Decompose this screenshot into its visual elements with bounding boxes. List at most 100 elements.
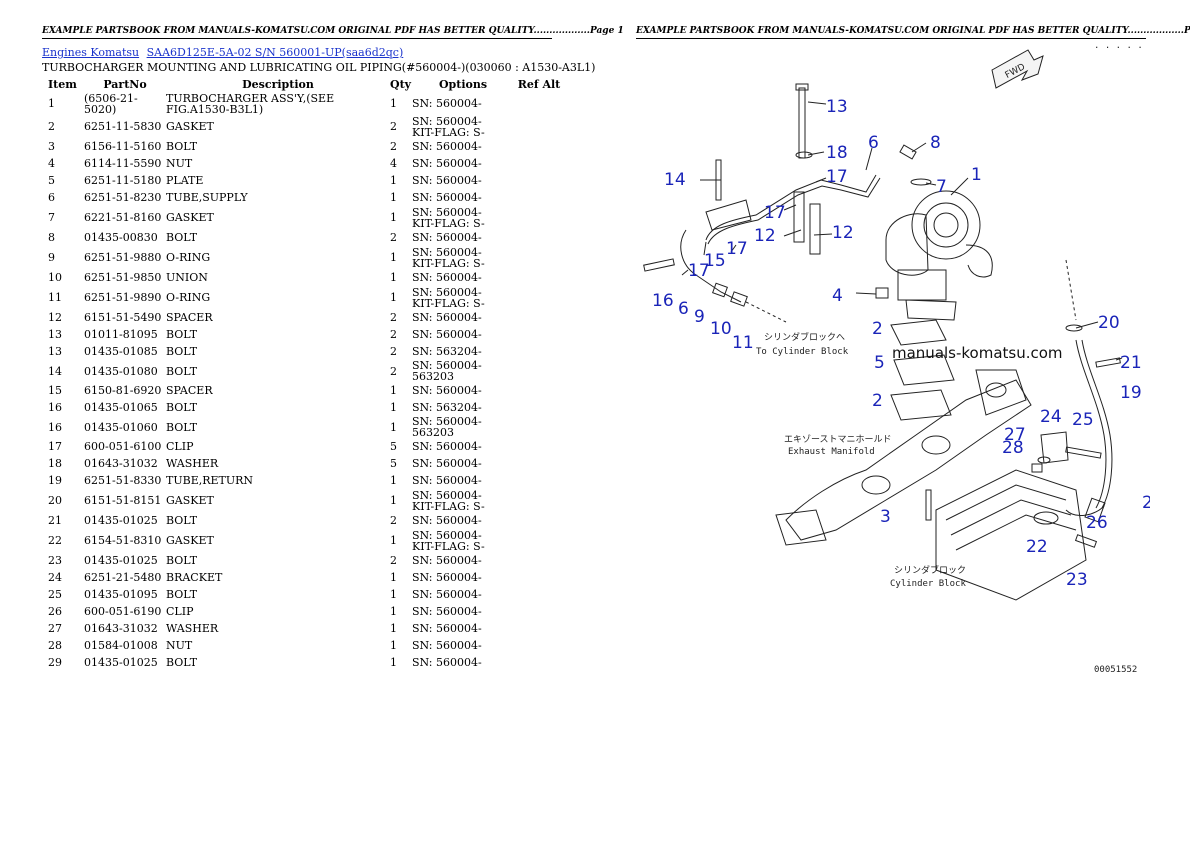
ref-alt [514, 189, 564, 206]
options: SN: 560004- [412, 231, 482, 244]
callout-17: 17 [764, 203, 786, 223]
quantity: 1 [390, 191, 397, 204]
part-number: 6154-51-8310 [84, 534, 162, 547]
quantity: 2 [390, 554, 397, 567]
exh-en-label: Exhaust Manifold [788, 447, 875, 457]
callout-17: 17 [826, 167, 848, 187]
cb-jp-label: シリンダブロック [894, 564, 966, 576]
part-number: 01435-01085 [84, 345, 158, 358]
item-number: 14 [48, 364, 62, 378]
item-number: 19 [48, 474, 62, 487]
part-number: 6151-51-5490 [84, 311, 162, 324]
callout-2: 2 [872, 391, 883, 411]
options: SN: 563204- [412, 401, 482, 414]
item-number: 8 [48, 231, 55, 244]
item-number: 10 [48, 271, 62, 284]
description: BOLT [166, 656, 198, 669]
description: BOLT [166, 328, 198, 341]
callout-3: 3 [880, 507, 891, 527]
part-number: 6251-11-5830 [84, 120, 162, 133]
ref-alt [514, 326, 564, 343]
part-number: 01435-01065 [84, 401, 158, 414]
part-number: 01435-01025 [84, 656, 158, 669]
part-number: 01643-31032 [84, 622, 158, 635]
description: UNION [166, 271, 208, 284]
item-number: 16 [48, 401, 62, 414]
quantity: 1 [390, 291, 397, 304]
part-number: 6221-51-8160 [84, 211, 162, 224]
part-number: 600-051-6100 [84, 440, 162, 453]
description: PLATE [166, 174, 204, 187]
col-refalt: Ref Alt [517, 78, 561, 91]
callout-16: 16 [652, 291, 674, 311]
part-number: 01435-00830 [84, 231, 158, 244]
page-header-2: EXAMPLE PARTSBOOK FROM MANUALS-KOMATSU.C… [636, 26, 1190, 39]
part-number: 6251-51-8330 [84, 474, 162, 487]
options: SN: 560004-KIT-FLAG: S- [412, 285, 485, 310]
ref-alt [514, 552, 564, 569]
description: WASHER [166, 457, 219, 470]
description: CLIP [166, 440, 194, 453]
parts-table: Item PartNo Description Qty Options Ref … [42, 78, 564, 671]
quantity: 2 [390, 514, 397, 527]
callout-15: 15 [704, 251, 726, 271]
item-number: 22 [48, 534, 62, 547]
exh-jp-label: エキゾーストマニホールド [784, 434, 892, 445]
options: SN: 560004- [412, 384, 482, 397]
description: GASKET [166, 534, 214, 547]
description: TURBOCHARGER ASS'Y,(SEE FIG.A1530-B3L1) [166, 91, 335, 116]
item-number: 11 [48, 291, 62, 304]
callout-28: 28 [1002, 438, 1024, 458]
quantity: 2 [390, 120, 397, 133]
description: BOLT [166, 514, 198, 527]
quantity: 4 [390, 157, 397, 170]
ref-alt [514, 416, 564, 438]
description: GASKET [166, 120, 214, 133]
part-number: 6251-51-8230 [84, 191, 162, 204]
options: SN: 560004-KIT-FLAG: S- [412, 528, 485, 553]
part-number: (6506-21-5020) [84, 91, 138, 116]
cyl-jp-label: シリンダブロックへ [764, 331, 845, 343]
col-options: Options [438, 78, 488, 91]
part-number: 6251-51-9890 [84, 291, 162, 304]
item-number: 20 [48, 494, 62, 507]
description: TUBE,RETURN [166, 474, 254, 487]
options: SN: 560004- [412, 554, 482, 567]
description: NUT [166, 157, 193, 170]
ref-alt [514, 286, 564, 309]
quantity: 1 [390, 384, 397, 397]
quantity: 1 [390, 494, 397, 507]
part-number: 6156-11-5160 [84, 140, 162, 153]
ref-alt [514, 206, 564, 229]
ref-alt [514, 360, 564, 382]
engines-link[interactable]: Engines Komatsu [42, 46, 140, 59]
description: WASHER [166, 622, 219, 635]
model-link[interactable]: SAA6D125E-5A-02 S/N 560001-UP(saa6d2qc) [146, 46, 404, 59]
options: SN: 560004-563203 [412, 415, 482, 439]
quantity: 2 [390, 364, 397, 378]
item-number: 27 [48, 622, 62, 635]
callout-12: 12 [754, 226, 776, 246]
ref-alt [514, 382, 564, 399]
item-number: 2 [48, 120, 55, 133]
ref-alt [514, 620, 564, 637]
ref-alt [514, 472, 564, 489]
callout-29: 29 [1142, 493, 1150, 513]
quantity: 1 [390, 622, 397, 635]
part-number: 01435-01095 [84, 588, 158, 601]
item-number: 13 [48, 328, 62, 341]
options: SN: 560004- [412, 656, 482, 669]
item-number: 21 [48, 514, 62, 527]
callout-25: 25 [1072, 410, 1094, 430]
callout-9: 9 [694, 307, 705, 327]
